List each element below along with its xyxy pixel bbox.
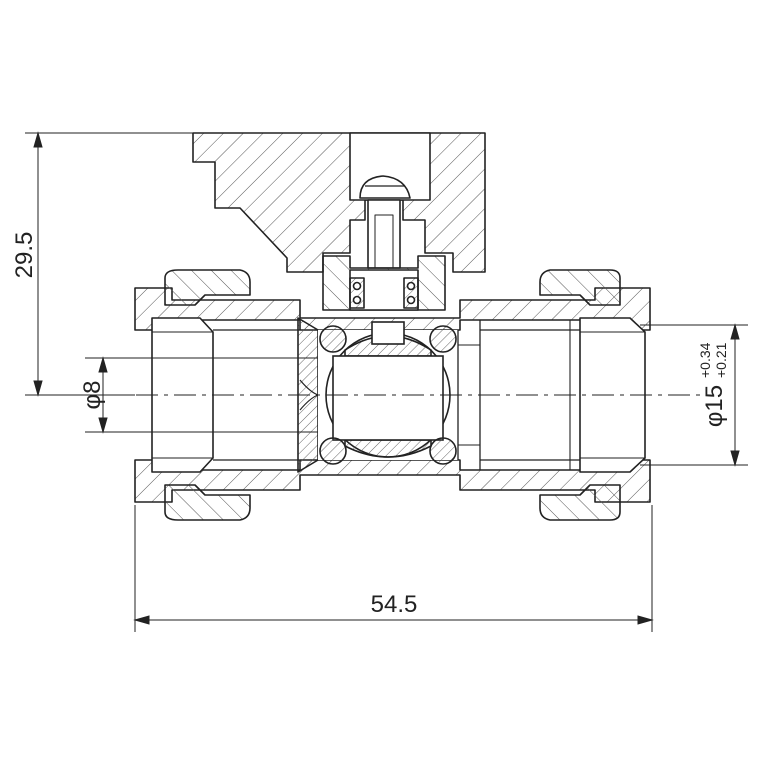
right-nut-top [539, 269, 621, 306]
bore-diameter-symbol: φ [79, 394, 106, 410]
svg-text:φ15: φ15 [701, 385, 728, 427]
dimension-lines [25, 131, 748, 632]
right-nut-bottom [539, 484, 621, 521]
seal-ring-bl [319, 437, 347, 465]
pipe-dimension-label: 15 [701, 385, 728, 412]
body-top [134, 287, 651, 331]
pipe-diameter-symbol: φ [701, 412, 728, 428]
handle [192, 132, 486, 273]
svg-text:φ8: φ8 [79, 381, 106, 410]
bore-dimension-label: 8 [79, 381, 106, 394]
left-nut-top [164, 269, 251, 306]
handle-body [192, 132, 486, 273]
seal-ring-tl [319, 325, 347, 353]
stem-upper [367, 199, 401, 269]
tolerance-upper: +0.34 [697, 342, 713, 378]
ball [319, 321, 457, 465]
height-dimension-label: 29.5 [11, 232, 38, 279]
bore-dimension-group: φ8 [79, 381, 106, 410]
left-nut-bottom [164, 484, 251, 521]
seal-ring-tr [429, 325, 457, 353]
handle-screw-head [359, 175, 411, 199]
tolerance-lower: +0.21 [713, 342, 729, 378]
pipe-dimension-group: φ15 +0.34 +0.21 [697, 342, 729, 427]
length-dimension-label: 54.5 [371, 591, 418, 618]
ball-bore [332, 355, 444, 441]
stem-tang [371, 321, 405, 345]
seal-ring-br [429, 437, 457, 465]
